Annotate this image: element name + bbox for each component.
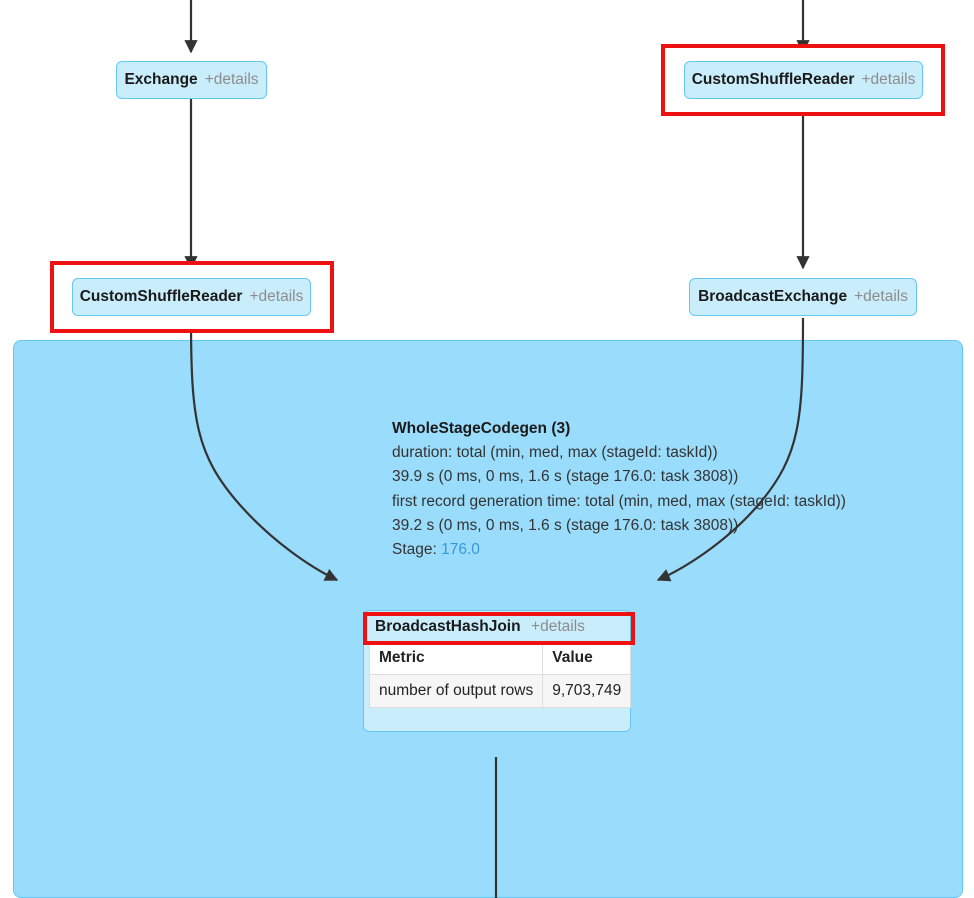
node-custom-shuffle-reader-left-details-link[interactable]: +details (249, 288, 304, 305)
cluster-stage-row: Stage: 176.0 (392, 538, 846, 562)
metric-value-cell: 9,703,749 (542, 674, 632, 708)
node-broadcast-hash-join-label: BroadcastHashJoin (375, 618, 521, 635)
cluster-metric-duration-value: 39.9 s (0 ms, 0 ms, 1.6 s (stage 176.0: … (392, 468, 739, 486)
cluster-metric-first-record-header: first record generation time: total (min… (392, 492, 846, 510)
node-broadcast-exchange-label: BroadcastExchange (698, 288, 848, 305)
cluster-title: WholeStageCodegen (3) (392, 420, 571, 437)
table-row: number of output rows 9,703,749 (368, 674, 632, 708)
node-custom-shuffle-reader-left-label: CustomShuffleReader (79, 288, 243, 305)
metrics-column-header-metric: Metric (368, 641, 544, 675)
broadcast-hash-join-metrics-table: Metric Value number of output rows 9,703… (368, 641, 632, 708)
node-custom-shuffle-reader-left[interactable]: CustomShuffleReader +details (72, 278, 311, 316)
cluster-metric-first-record-value: 39.2 s (0 ms, 0 ms, 1.6 s (stage 176.0: … (392, 516, 739, 534)
node-broadcast-hash-join-header: BroadcastHashJoin +details (369, 616, 625, 641)
node-broadcast-hash-join[interactable]: BroadcastHashJoin +details Metric Value … (363, 610, 632, 732)
node-custom-shuffle-reader-top-right[interactable]: CustomShuffleReader +details (684, 61, 923, 99)
cluster-label-wholestagecodegen: WholeStageCodegen (3) duration: total (m… (392, 417, 846, 562)
node-broadcast-exchange-details-link[interactable]: +details (854, 288, 908, 305)
cluster-stage-label: Stage: (392, 541, 437, 559)
node-exchange[interactable]: Exchange +details (116, 61, 267, 99)
metric-name-cell: number of output rows (368, 674, 544, 708)
metrics-column-header-value: Value (542, 641, 632, 675)
metrics-header-row: Metric Value (368, 641, 632, 675)
cluster-metric-duration-header: duration: total (min, med, max (stageId:… (392, 444, 718, 462)
node-exchange-details-link[interactable]: +details (204, 71, 259, 88)
node-custom-shuffle-reader-top-right-label: CustomShuffleReader (691, 71, 855, 88)
node-custom-shuffle-reader-top-right-details-link[interactable]: +details (861, 71, 916, 88)
cluster-stage-link[interactable]: 176.0 (441, 541, 480, 559)
node-broadcast-exchange[interactable]: BroadcastExchange +details (689, 278, 917, 316)
node-exchange-label: Exchange (124, 71, 198, 88)
node-broadcast-hash-join-details-link[interactable]: +details (531, 618, 585, 635)
